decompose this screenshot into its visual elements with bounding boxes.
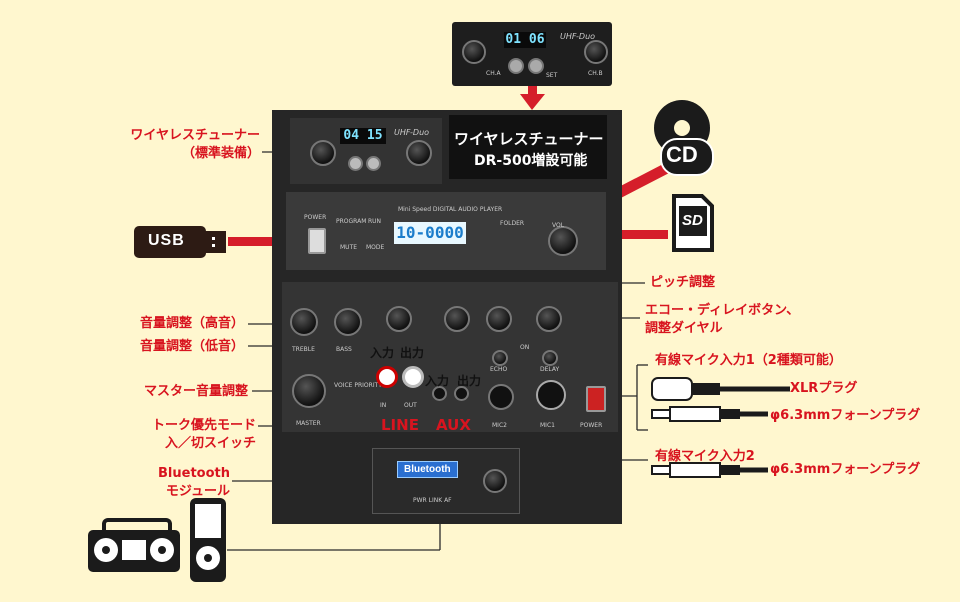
- mic2-volume-knob[interactable]: [486, 306, 512, 332]
- sd-label: SD: [682, 212, 703, 229]
- aux-in-jack[interactable]: [432, 386, 447, 401]
- xlr-plug-label: XLRプラグ: [790, 381, 858, 396]
- tuner-button-1[interactable]: [348, 156, 363, 171]
- wireless-tuner-label: ワイヤレスチューナー: [130, 128, 260, 143]
- uhf-brand-label: UHF-Duo: [560, 32, 596, 41]
- line-knob[interactable]: [386, 306, 412, 332]
- master-knob[interactable]: [292, 374, 326, 408]
- bluetooth-label-2: モジュール: [165, 484, 230, 499]
- run-label: RUN: [368, 218, 382, 225]
- line-tag: LINE: [381, 416, 419, 434]
- phone-plug-label-1: φ6.3mmフォーンプラグ: [770, 408, 921, 423]
- line-out-tag: 出力: [400, 346, 425, 360]
- mic-input1-label: 有線マイク入力1（2種類可能）: [655, 353, 842, 368]
- mic-input2-label: 有線マイク入力2: [655, 449, 755, 464]
- tuner-expand-label-1: ワイヤレスチューナー: [454, 130, 604, 148]
- tuner-knob-b[interactable]: [406, 140, 432, 166]
- voice-priority-label: VOICE PRIORITY: [334, 382, 382, 389]
- bluetooth-label-1: Bluetooth: [158, 466, 230, 481]
- delay-label: DELAY: [540, 366, 560, 373]
- player-title: Mini Speed DIGITAL AUDIO PLAYER: [398, 206, 503, 213]
- power-label: POWER: [304, 214, 327, 221]
- aux-knob[interactable]: [444, 306, 470, 332]
- ch-b-label: CH.B: [588, 70, 603, 77]
- boombox-icon: [88, 518, 180, 572]
- echo-delay-label-1: エコー・ディレイボタン、: [645, 303, 800, 318]
- treble-volume-label: 音量調整（高音）: [139, 316, 244, 331]
- mixer-panel: TREBLE BASS MASTER VOICE PRIORITY IN OUT…: [282, 282, 618, 432]
- mic1-volume-knob[interactable]: [536, 306, 562, 332]
- mic1-label: MIC1: [540, 422, 555, 429]
- tuner-brand-label: UHF-Duo: [394, 128, 430, 137]
- talkover-label-1: トーク優先モード: [151, 418, 256, 433]
- line-in-label: IN: [380, 402, 387, 409]
- aux-in-tag: 入力: [425, 374, 450, 388]
- aux-out-tag: 出力: [457, 374, 482, 388]
- player-volume-knob[interactable]: [548, 226, 578, 256]
- aux-out-jack[interactable]: [454, 386, 469, 401]
- ch-a-label: CH.A: [486, 70, 501, 77]
- echo-label: ECHO: [490, 366, 508, 373]
- aux-tag: AUX: [436, 416, 471, 434]
- master-label: MASTER: [296, 420, 321, 427]
- mute-label: MUTE: [340, 244, 358, 251]
- power-switch-label: POWER: [580, 422, 603, 429]
- cd-player-panel: POWER Mini Speed DIGITAL AUDIO PLAYER 10…: [286, 192, 606, 270]
- bass-knob[interactable]: [334, 308, 362, 336]
- cd-lcd: 10-0000: [394, 222, 466, 244]
- tuner-lcd-main: 04 15: [340, 128, 386, 144]
- sd-card-icon: SD: [672, 194, 714, 252]
- master-volume-label: マスター音量調整: [143, 384, 248, 399]
- power-switch[interactable]: [586, 386, 606, 412]
- on-label: ON: [520, 344, 530, 351]
- builtin-tuner-panel: 04 15 UHF-Duo: [290, 118, 442, 184]
- bass-label: BASS: [336, 346, 352, 353]
- bluetooth-status-label: PWR LINK AF: [413, 497, 452, 504]
- line-in-jack[interactable]: [376, 366, 398, 388]
- line-out-jack[interactable]: [402, 366, 424, 388]
- bass-volume-label: 音量調整（低音）: [139, 339, 244, 354]
- echo-delay-label-2: 調整ダイヤル: [645, 321, 723, 336]
- line-out-label: OUT: [404, 402, 417, 409]
- mic-a-button[interactable]: [508, 58, 524, 74]
- mic2-label: MIC2: [492, 422, 507, 429]
- usb-port[interactable]: [308, 228, 326, 254]
- ch-a-knob[interactable]: [462, 40, 486, 64]
- vol-label: VOL: [552, 222, 565, 229]
- wireless-tuner-standard-label: （標準装備）: [181, 146, 260, 161]
- program-label: PROGRAM: [336, 218, 367, 225]
- music-player-icon: [190, 498, 226, 582]
- bluetooth-badge: Bluetooth: [397, 461, 458, 478]
- cd-label: CD: [666, 142, 698, 167]
- echo-button[interactable]: [492, 350, 508, 366]
- mode-label: MODE: [366, 244, 385, 251]
- mic2-jack[interactable]: [488, 384, 514, 410]
- tuner-expansion-slot: [449, 115, 607, 179]
- tuner-knob-a[interactable]: [310, 140, 336, 166]
- ch-b-knob[interactable]: [584, 40, 608, 64]
- mic1-combo-jack[interactable]: [536, 380, 566, 410]
- usb-stick-icon: USB: [134, 226, 230, 258]
- bluetooth-module: Bluetooth PWR LINK AF: [372, 448, 520, 514]
- tuner-button-2[interactable]: [366, 156, 381, 171]
- treble-knob[interactable]: [290, 308, 318, 336]
- mic-b-button[interactable]: [528, 58, 544, 74]
- usb-label: USB: [148, 232, 185, 249]
- folder-label: FOLDER: [500, 220, 525, 227]
- bluetooth-volume-knob[interactable]: [483, 469, 507, 493]
- tuner-lcd-top: 01 06: [504, 32, 546, 48]
- treble-label: TREBLE: [292, 346, 315, 353]
- pitch-label: ピッチ調整: [650, 275, 716, 290]
- line-in-tag: 入力: [370, 346, 395, 360]
- phone-plug-label-2: φ6.3mmフォーンプラグ: [770, 462, 921, 477]
- set-label: SET: [546, 72, 558, 79]
- talkover-label-2: 入／切スイッチ: [164, 436, 256, 451]
- cd-icon: CD: [652, 100, 716, 182]
- delay-button[interactable]: [542, 350, 558, 366]
- tuner-expand-label-2: DR-500増設可能: [474, 153, 588, 169]
- external-tuner-module: 01 06 UHF-Duo CH.A CH.B SET: [452, 22, 612, 86]
